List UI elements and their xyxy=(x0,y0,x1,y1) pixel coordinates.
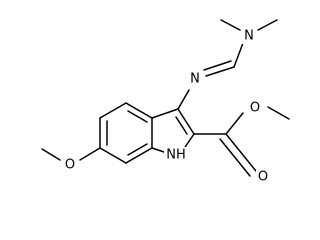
bond-c6-o xyxy=(79,147,101,161)
atom-label-amidine-n-top: N xyxy=(242,29,255,44)
bond-ring-2 xyxy=(99,147,127,164)
bond-c3-n xyxy=(177,89,190,110)
bond-n-ch xyxy=(205,66,235,77)
bond-carbonyl-ether-o xyxy=(225,112,244,135)
atom-label-imine-n: N xyxy=(188,72,201,87)
bond-c3a-c3 xyxy=(151,108,179,119)
bond-n-ch-double xyxy=(203,60,232,71)
atom-label-indole-nh: NH xyxy=(164,147,188,163)
bond-n-top-ch3-right xyxy=(257,19,278,31)
bond-ether-o-ch3 xyxy=(267,106,290,120)
bond-ring-5-inner xyxy=(127,110,148,123)
bond-ring-3 xyxy=(125,147,153,164)
bond-n-top-ch3-left xyxy=(220,19,241,31)
atom-label-methoxy-o: O xyxy=(63,157,77,173)
pyrrole-ring xyxy=(151,108,195,154)
amidine-group xyxy=(177,19,278,110)
bond-carbonyl-o-double-2 xyxy=(219,138,251,177)
bond-c3-c2-inner xyxy=(175,116,188,135)
bond-o-ch3 xyxy=(41,148,61,161)
ester-ether-o-label: O xyxy=(250,101,260,116)
imine-n-label: N xyxy=(190,72,200,87)
ester-carbonyl-o-label: O xyxy=(258,170,268,185)
indole-nh-label: NH xyxy=(166,148,186,163)
atom-label-ester-carbonyl-o: O xyxy=(256,169,270,185)
bond-ch-n-top xyxy=(233,42,244,68)
ester-group xyxy=(193,106,290,177)
bond-ring-6 xyxy=(99,102,127,119)
bond-ring-5 xyxy=(125,102,153,119)
bond-ring-3-inner xyxy=(127,143,148,156)
bond-c3-c2 xyxy=(177,108,195,135)
chemical-structure-diagram: N N O O O NH xyxy=(41,19,290,185)
bond-carbonyl-o-double-1 xyxy=(225,133,257,172)
benzene-ring xyxy=(99,102,153,164)
methoxy-group xyxy=(41,147,101,161)
atom-label-ester-ether-o: O xyxy=(248,100,262,116)
methoxy-o-label: O xyxy=(65,158,75,173)
amidine-n-top-label: N xyxy=(244,29,254,44)
